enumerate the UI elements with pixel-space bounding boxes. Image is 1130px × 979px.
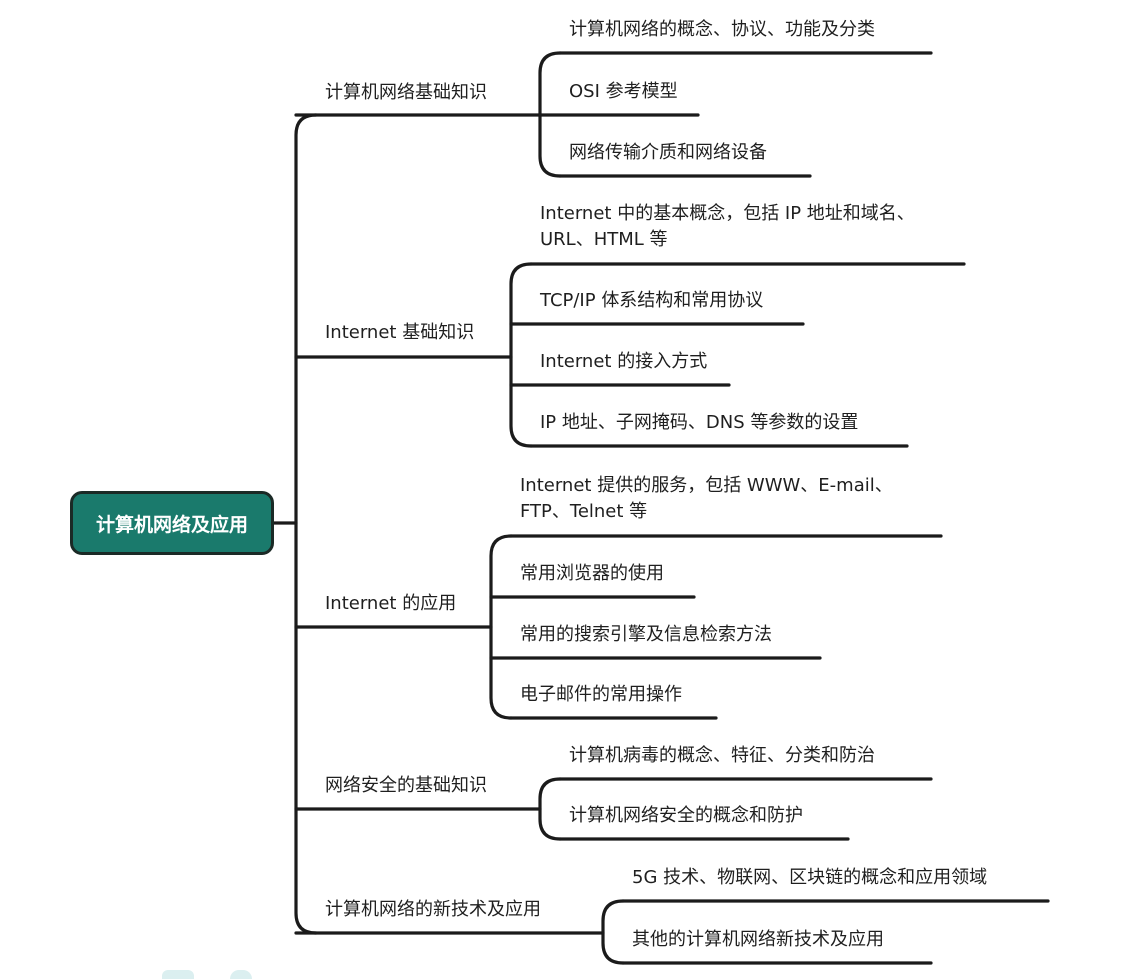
leaf-5g-iot-blockchain: 5G 技术、物联网、区块链的概念和应用领域 xyxy=(632,867,988,888)
branch-label-internet-basics: Internet 基础知识 xyxy=(325,322,475,343)
leaf-browser-usage: 常用浏览器的使用 xyxy=(520,563,664,584)
leaf-network-concepts: 计算机网络的概念、协议、功能及分类 xyxy=(569,19,875,40)
main-trunk xyxy=(294,113,318,935)
sub-trunk-3 xyxy=(489,534,513,720)
leaf-transmission-media: 网络传输介质和网络设备 xyxy=(569,142,767,163)
watermark-shape xyxy=(230,970,252,979)
branch-label-network-basics: 计算机网络基础知识 xyxy=(325,82,487,103)
leaf-computer-virus: 计算机病毒的概念、特征、分类和防治 xyxy=(569,745,875,766)
leaf-internet-concepts: Internet 中的基本概念，包括 IP 地址和域名、URL、HTML 等 xyxy=(540,203,915,250)
leaf-other-new-tech: 其他的计算机网络新技术及应用 xyxy=(632,929,884,950)
branch-label-internet-applications: Internet 的应用 xyxy=(325,593,457,614)
leaf-ip-settings: IP 地址、子网掩码、DNS 等参数的设置 xyxy=(540,412,859,433)
sub-trunk-2 xyxy=(509,262,533,448)
leaf-osi-model: OSI 参考模型 xyxy=(569,81,678,102)
root-node[interactable]: 计算机网络及应用 xyxy=(70,491,274,555)
leaf-internet-services: Internet 提供的服务，包括 WWW、E-mail、FTP、Telnet … xyxy=(520,475,893,522)
leaf-tcpip: TCP/IP 体系结构和常用协议 xyxy=(540,290,764,311)
sub-trunk-5 xyxy=(601,899,625,965)
leaf-access-methods: Internet 的接入方式 xyxy=(540,351,708,372)
root-label: 计算机网络及应用 xyxy=(95,513,248,536)
sub-trunk-4 xyxy=(538,777,562,841)
watermark-shape xyxy=(162,970,194,979)
leaf-email-operations: 电子邮件的常用操作 xyxy=(520,684,682,705)
leaf-network-security: 计算机网络安全的概念和防护 xyxy=(569,805,803,826)
branch-label-network-security: 网络安全的基础知识 xyxy=(325,775,487,796)
branch-label-new-technologies: 计算机网络的新技术及应用 xyxy=(325,899,541,920)
leaf-search-engines: 常用的搜索引擎及信息检索方法 xyxy=(520,624,772,645)
